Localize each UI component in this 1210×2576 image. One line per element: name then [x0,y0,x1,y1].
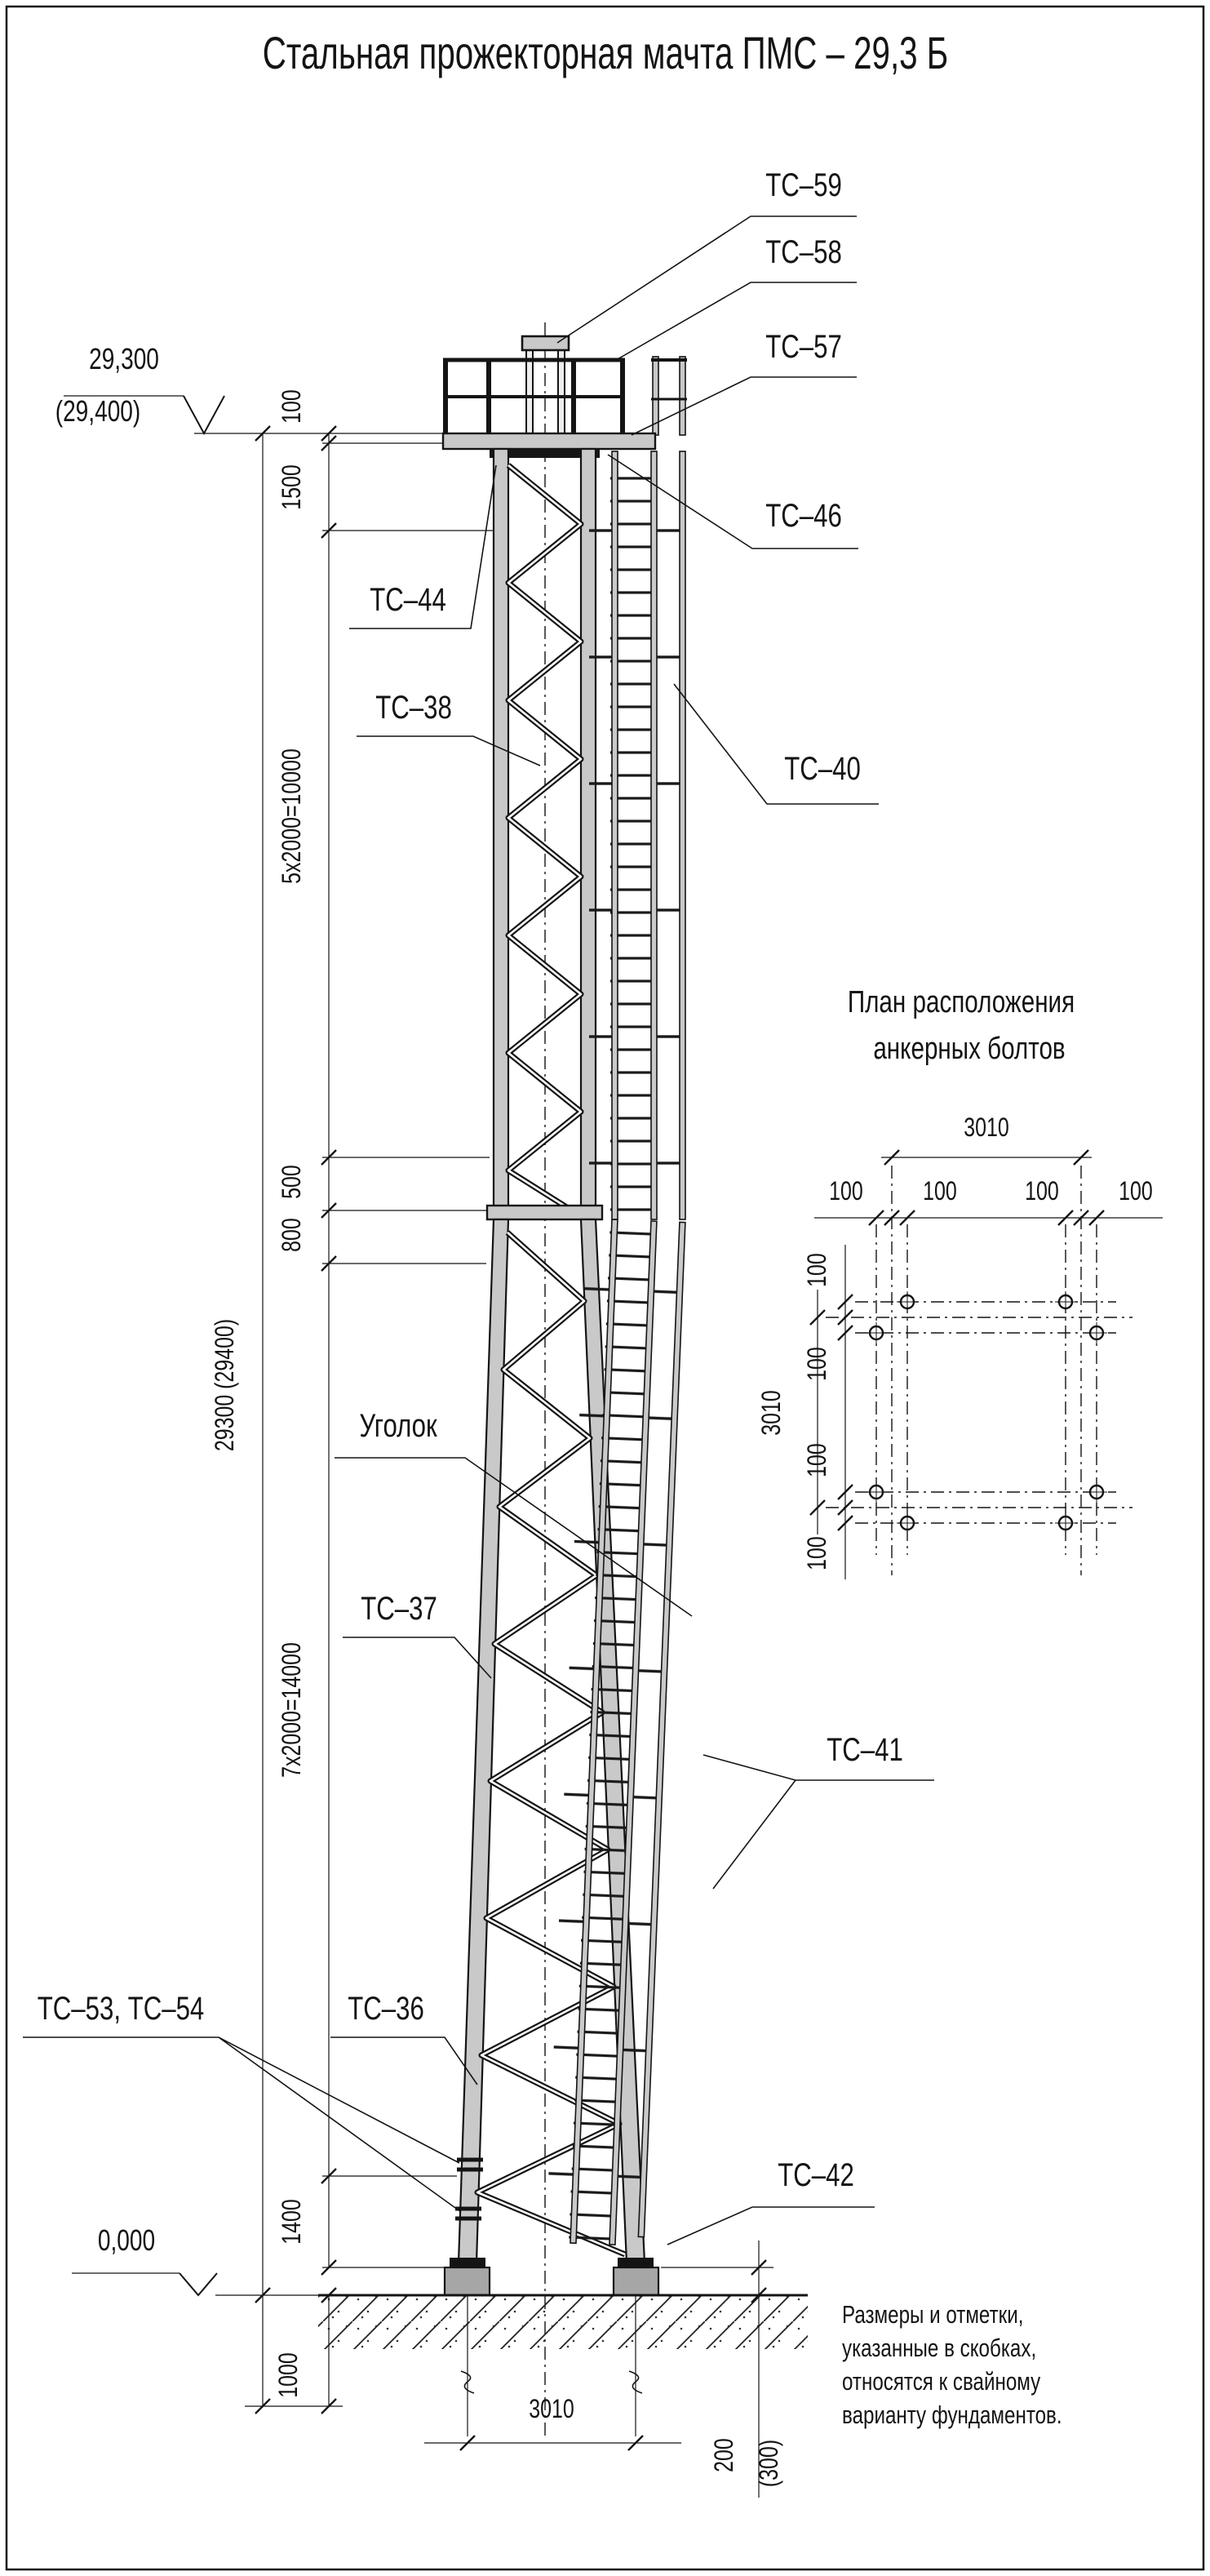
top-platform-railing [443,358,625,433]
label-tc46: ТС–46 [765,497,842,534]
plan-title-line2: анкерных болтов [873,1032,1065,1066]
label-tc53-tc54: ТС–53, ТС–54 [38,1990,205,2027]
anchor-bolt-plan: План расположения анкерных болтов 3010 1… [757,985,1163,1579]
plan-dim-100: 100 [1025,1177,1059,1206]
mast-elevation [441,322,687,2441]
dim-300: (300) [755,2440,784,2487]
anchor-bolt [864,1480,889,1504]
anchor-bolt [895,1511,920,1535]
plan-dim-100: 100 [803,1443,832,1477]
dim-200: 200 [710,2438,739,2472]
dim-1500: 1500 [277,464,307,510]
dim-7x2000: 7x2000=14000 [277,1642,307,1778]
note-line: варианту фундаментов. [842,2401,1062,2429]
anchor-bolt [1053,1511,1078,1535]
mast-leg-left [492,447,510,1221]
dimension-lines-bottom: 3010 200 (300) [424,2241,784,2498]
plan-dim-100: 100 [1119,1177,1153,1206]
base-plate-left [450,2258,485,2267]
dim-1000: 1000 [274,2352,304,2398]
dim-800: 800 [277,1218,307,1252]
bracing-straight-core [507,464,583,1218]
label-tc59: ТС–59 [765,167,842,203]
cap-post [525,349,534,436]
bracing-tapered-core [476,1232,626,2256]
note-line: Размеры и отметки, [842,2300,1023,2329]
elevation-top-value: 29,300 [89,343,159,375]
transition-beam [485,1204,604,1221]
plan-dim-100: 100 [803,1347,832,1381]
plan-dim-100: 100 [803,1253,832,1287]
label-tc44: ТС–44 [370,581,446,618]
label-tc58: ТС–58 [765,233,842,270]
label-tc36: ТС–36 [348,1990,424,2027]
label-tc38: ТС–38 [375,689,452,726]
ladder-upper [589,451,686,1220]
platform-deck [441,432,657,451]
anchor-bolt [895,1290,920,1314]
dim-5x2000: 5x2000=10000 [277,748,307,884]
base-plate-right [618,2258,654,2267]
label-tc41: ТС–41 [827,1731,903,1768]
plan-dim-100: 100 [829,1177,863,1206]
dim-29300-total: 29300 (29400) [211,1319,240,1451]
ground [318,2294,808,2349]
dimension-lines-left: 100 1500 5x2000=10000 500 800 29300 (294… [194,389,494,2415]
plan-dim-3010-left: 3010 [757,1390,787,1436]
sheet-border [5,5,1205,2571]
plan-dim-3010-top: 3010 [964,1113,1009,1143]
anchor-bolt [1084,1480,1109,1504]
dim-3010-bottom: 3010 [529,2395,574,2424]
elevation-mark-base: 0,000 [72,2224,320,2297]
label-tc57: ТС–57 [765,328,842,365]
label-tc40: ТС–40 [784,750,861,787]
ladder-lower [547,1218,686,2246]
label-tc37: ТС–37 [361,1590,437,1627]
elevation-top-alt: (29,400) [55,395,141,428]
anchor-bolt [1053,1290,1078,1314]
plan-title-line1: План расположения [848,985,1075,1019]
label-ugolok: Уголок [359,1407,437,1444]
cap-box [521,335,570,352]
part-labels: ТС–59 ТС–58 ТС–57 ТС–46 ТС–44 ТС–38 ТС–4… [23,167,934,2245]
foundation-left [443,2266,491,2297]
dim-1400: 1400 [277,2199,307,2245]
elevation-mark-top: 29,300 (29,400) [55,343,225,436]
plan-dim-100: 100 [923,1177,957,1206]
plan-dim-100: 100 [803,1536,832,1570]
anchor-bolt [864,1321,889,1345]
page-title: Стальная прожекторная мачта ПМС – 29,3 Б [263,29,948,79]
note-line: относятся к свайному [842,2367,1040,2396]
dim-500: 500 [277,1165,307,1199]
label-tc42: ТС–42 [778,2156,854,2193]
note: Размеры и отметки, указанные в скобках, … [842,2300,1062,2429]
dim-100-top: 100 [277,389,307,424]
anchor-bolt [1084,1321,1109,1345]
deck-chord [490,449,600,458]
ground-hatch [318,2295,808,2349]
elevation-base-value: 0,000 [98,2224,155,2257]
leg-flanges [455,2157,483,2221]
foundation-right [612,2266,660,2297]
tapered-leg-left [457,1218,510,2264]
cap-post [557,349,565,436]
note-line: указанные в скобках, [842,2334,1036,2362]
